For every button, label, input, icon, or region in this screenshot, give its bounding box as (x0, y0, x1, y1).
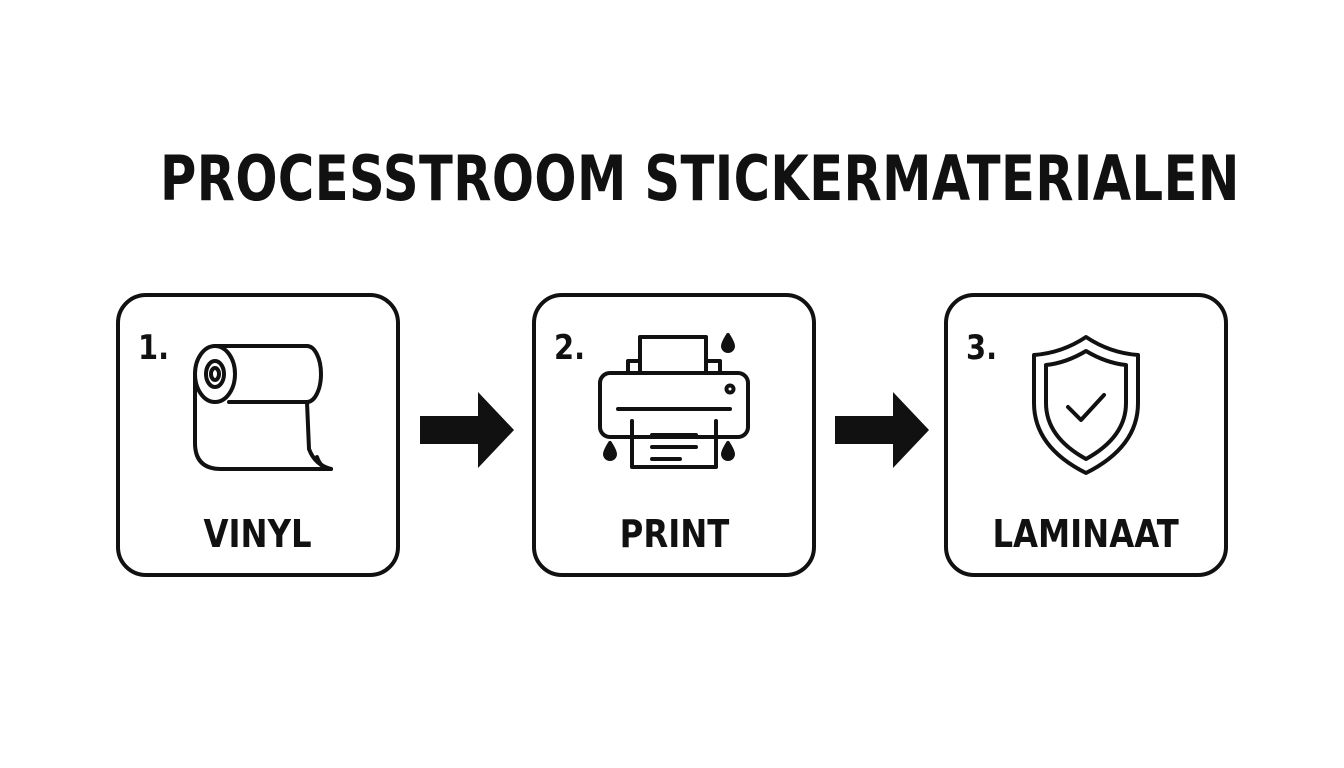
flow-arrow (835, 390, 931, 474)
step-card-laminaat: 3. LAMINAAT (944, 293, 1228, 577)
flow-arrow (420, 390, 516, 474)
printer-icon (594, 331, 754, 475)
diagram-title: PROCESSTROOM STICKERMATERIALEN (160, 142, 1240, 215)
step-label: PRINT (619, 512, 729, 556)
step-card-print: 2. PRINT (532, 293, 816, 577)
step-label: LAMINAAT (992, 512, 1180, 556)
step-label: VINYL (203, 512, 313, 556)
step-card-vinyl: 1. VINYL (116, 293, 400, 577)
step-number: 1. (138, 328, 170, 368)
shield-check-icon (1026, 331, 1146, 481)
step-number: 2. (554, 328, 586, 368)
vinyl-roll-icon (183, 331, 333, 475)
step-number: 3. (966, 328, 998, 368)
